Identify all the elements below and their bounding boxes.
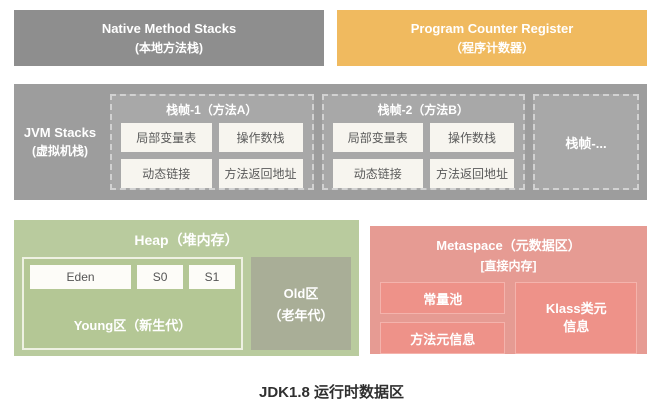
metaspace-left-column: 常量池 方法元信息 xyxy=(380,282,506,354)
dynamic-link-cell: 动态链接 xyxy=(121,159,212,188)
klass-metadata-box: Klass类元 信息 xyxy=(515,282,637,354)
operand-stack-cell: 操作数栈 xyxy=(218,123,303,152)
heap-title: Heap（堆内存） xyxy=(134,232,239,248)
native-method-stacks-subtitle: (本地方法栈) xyxy=(135,40,203,55)
stack-frame-more: 栈帧-... xyxy=(533,94,639,190)
operand-stack-cell: 操作数栈 xyxy=(430,123,514,152)
return-address-cell: 方法返回地址 xyxy=(218,159,303,188)
method-metadata-box: 方法元信息 xyxy=(380,322,506,354)
s0-cell: S0 xyxy=(137,265,184,289)
young-generation-box: Eden S0 S1 Young区（新生代） xyxy=(22,257,243,350)
metaspace-subtitle: [直接内存] xyxy=(480,259,537,273)
program-counter-register-box: Program Counter Register （程序计数器） xyxy=(337,10,647,66)
native-method-stacks-title: Native Method Stacks xyxy=(101,20,237,36)
heap-box: Heap（堆内存） Eden S0 S1 Young区（新生代） Old区 （老… xyxy=(14,220,359,356)
jvm-stacks-label-line2: (虚拟机栈) xyxy=(32,144,88,158)
stack-frame-1-title: 栈帧-1（方法A） xyxy=(166,103,258,117)
jvm-stacks-label: JVM Stacks (虚拟机栈) xyxy=(18,125,102,159)
stack-frame-2-title: 栈帧-2（方法B） xyxy=(377,103,469,117)
local-variable-table-cell: 局部变量表 xyxy=(332,123,424,152)
stack-frame-2-grid: 局部变量表 操作数栈 动态链接 方法返回地址 xyxy=(332,123,514,188)
young-generation-cells: Eden S0 S1 xyxy=(30,265,235,289)
program-counter-register-title: Program Counter Register xyxy=(410,20,574,36)
heap-content: Eden S0 S1 Young区（新生代） Old区 （老年代） xyxy=(22,257,351,350)
program-counter-register-subtitle: （程序计数器） xyxy=(449,40,534,55)
stack-frame-1: 栈帧-1（方法A） 局部变量表 操作数栈 动态链接 方法返回地址 xyxy=(110,94,314,190)
dynamic-link-cell: 动态链接 xyxy=(332,159,424,188)
eden-cell: Eden xyxy=(30,265,132,289)
native-method-stacks-box: Native Method Stacks (本地方法栈) xyxy=(14,10,324,66)
diagram-title: JDK1.8 运行时数据区 xyxy=(258,384,405,401)
stack-frame-1-grid: 局部变量表 操作数栈 动态链接 方法返回地址 xyxy=(121,123,303,188)
jvm-stacks-box: JVM Stacks (虚拟机栈) 栈帧-1（方法A） 局部变量表 操作数栈 动… xyxy=(14,84,647,200)
stack-frame-more-label: 栈帧-... xyxy=(565,135,607,151)
old-generation-label-line1: Old区 xyxy=(283,286,319,301)
s1-cell: S1 xyxy=(189,265,235,289)
constant-pool-box: 常量池 xyxy=(380,282,506,314)
metaspace-content: 常量池 方法元信息 Klass类元 信息 xyxy=(380,282,637,354)
old-generation-box: Old区 （老年代） xyxy=(251,257,351,350)
klass-metadata-line2: 信息 xyxy=(563,319,590,334)
old-generation-label-line2: （老年代） xyxy=(268,308,334,323)
return-address-cell: 方法返回地址 xyxy=(430,159,514,188)
jvm-stacks-label-line1: JVM Stacks xyxy=(23,125,97,140)
young-generation-label: Young区（新生代） xyxy=(73,318,192,333)
metaspace-title: Metaspace（元数据区） xyxy=(436,238,581,253)
klass-metadata-line1: Klass类元 xyxy=(545,301,607,317)
metaspace-box: Metaspace（元数据区） [直接内存] 常量池 方法元信息 Klass类元… xyxy=(370,226,647,354)
stack-frame-2: 栈帧-2（方法B） 局部变量表 操作数栈 动态链接 方法返回地址 xyxy=(321,94,525,190)
local-variable-table-cell: 局部变量表 xyxy=(121,123,212,152)
